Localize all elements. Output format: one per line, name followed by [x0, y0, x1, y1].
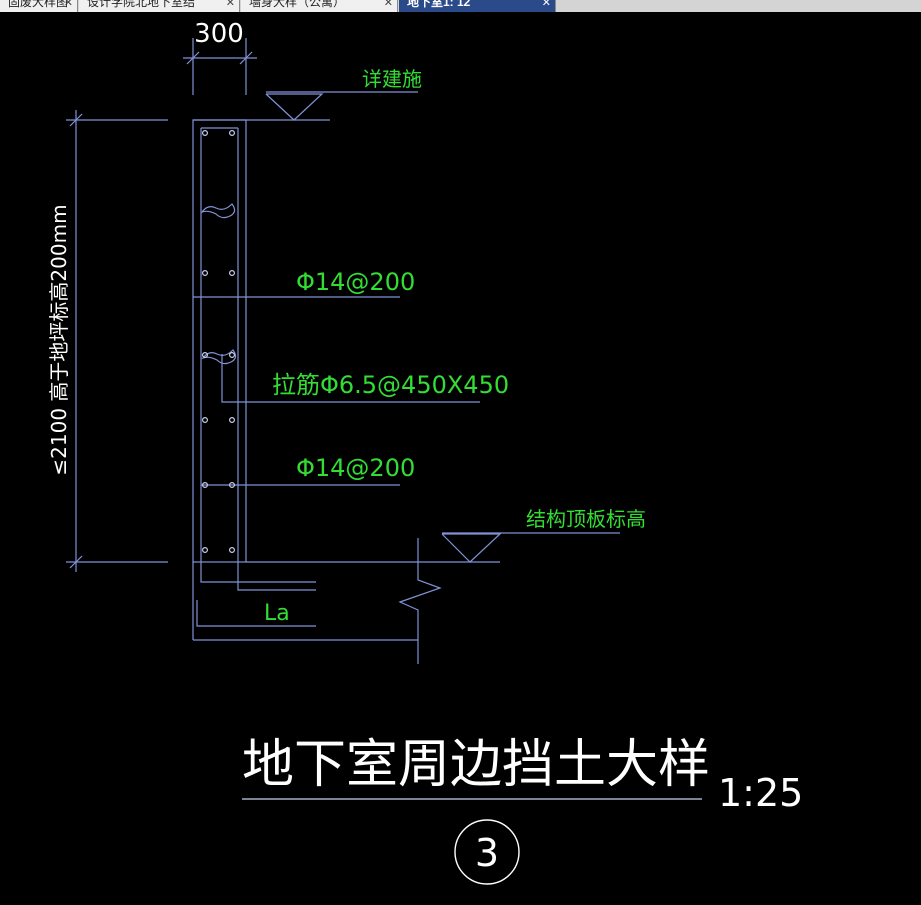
anchor-length-label: La — [264, 601, 290, 626]
tab-design-school-basement[interactable]: 设计学院北地下室结 ✕ — [79, 0, 240, 12]
drawing-title: 地下室周边挡土大样 — [242, 735, 710, 795]
tab-basement-active[interactable]: 地下室1: 12 ✕ — [399, 0, 556, 12]
close-icon[interactable]: ✕ — [63, 0, 73, 9]
tab-wall-detail-apartment[interactable]: 墙身大样（公寓） ✕ — [241, 0, 398, 12]
vertical-rebar-label-2: Φ14@200 — [296, 454, 415, 482]
tab-label: 地下室1: 12 — [407, 0, 471, 9]
top-level-note: 详建施 — [362, 67, 422, 91]
height-dimension-label: ≤2100 高于地坪标高200mm — [47, 204, 71, 475]
close-icon[interactable]: ✕ — [383, 0, 393, 9]
tab-label: 固废大样图 — [8, 0, 69, 9]
tab-solid-waste-detail[interactable]: 固废大样图 ✕ — [0, 0, 78, 12]
vertical-rebar-label-1: Φ14@200 — [296, 268, 415, 296]
close-icon[interactable]: ✕ — [541, 0, 551, 9]
break-line — [398, 538, 442, 664]
height-dimension — [66, 110, 168, 572]
slab-level-note: 结构顶板标高 — [526, 507, 646, 531]
rebar-dots — [202, 130, 236, 553]
tab-label: 墙身大样（公寓） — [249, 0, 346, 9]
tab-bar: 固废大样图 ✕ 设计学院北地下室结 ✕ 墙身大样（公寓） ✕ 地下室1: 12 … — [0, 0, 921, 12]
detail-number-circle — [454, 819, 520, 885]
cad-drawing-canvas[interactable]: 300 ≤2100 高于地坪标高200mm 详建施 Φ14@200 拉筋Φ6.5… — [0, 12, 921, 900]
tie-bar-label: 拉筋Φ6.5@450X450 — [272, 371, 509, 399]
retaining-wall — [192, 119, 500, 641]
detail-drawing: 300 ≤2100 高于地坪标高200mm 详建施 Φ14@200 拉筋Φ6.5… — [47, 19, 803, 885]
width-dimension — [183, 38, 257, 95]
tie-bar-symbols — [200, 203, 237, 365]
tab-label: 设计学院北地下室结 — [87, 0, 196, 9]
wall-width-label: 300 — [194, 19, 244, 49]
close-icon[interactable]: ✕ — [225, 0, 235, 9]
slab-level-symbol — [441, 532, 620, 563]
top-level-symbol — [193, 91, 418, 121]
detail-number: 3 — [475, 831, 499, 875]
drawing-scale: 1:25 — [718, 771, 803, 815]
